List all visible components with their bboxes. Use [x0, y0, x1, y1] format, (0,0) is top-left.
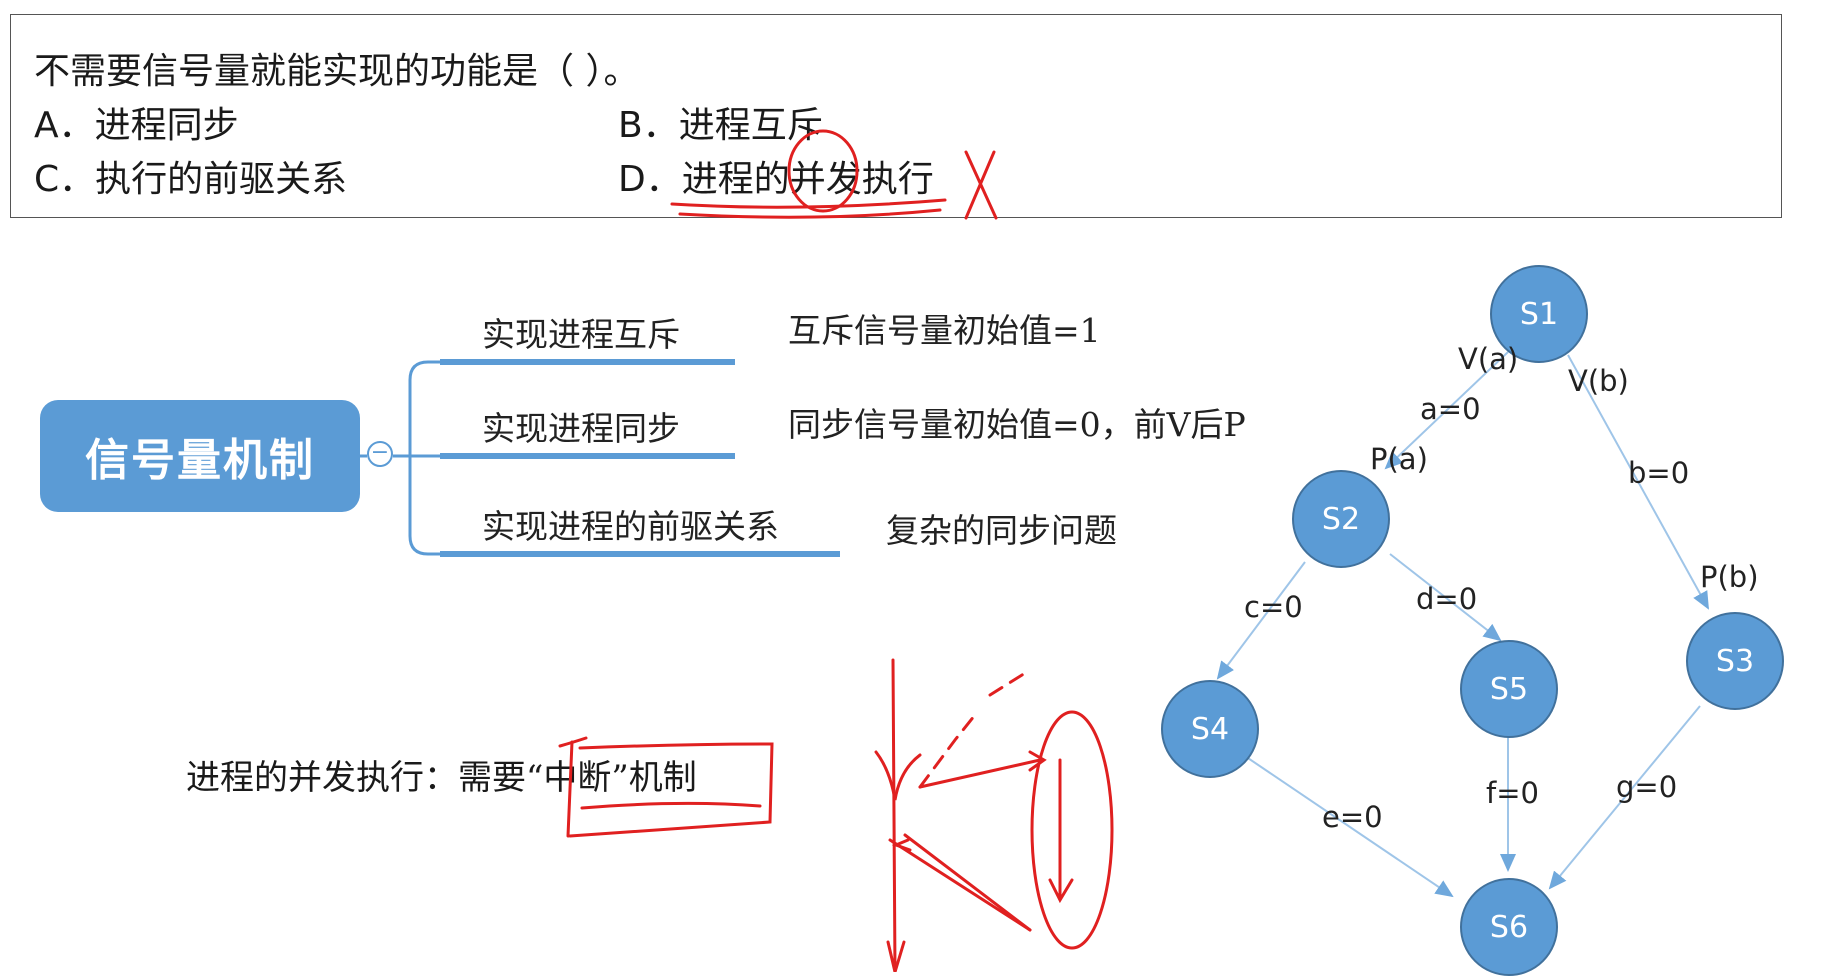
collapse-icon[interactable]: − — [367, 441, 393, 467]
edge-label-e0: e=0 — [1322, 800, 1383, 834]
node-s4: S4 — [1161, 680, 1259, 778]
branch-precedence: 实现进程的前驱关系 — [482, 507, 779, 546]
edge-label-a0: a=0 — [1420, 392, 1481, 426]
branch-sync: 实现进程同步 — [482, 409, 680, 448]
note-precedence: 复杂的同步问题 — [886, 511, 1117, 550]
mindmap-connectors — [360, 360, 440, 556]
edge-label-c0: c=0 — [1244, 590, 1303, 624]
node-s6: S6 — [1460, 878, 1558, 976]
question-box — [10, 14, 1782, 218]
note-sync: 同步信号量初始值=0，前V后P — [788, 405, 1246, 444]
edge-label-pa: P(a) — [1370, 442, 1428, 476]
node-s5: S5 — [1460, 640, 1558, 738]
branch-mutex: 实现进程互斥 — [482, 315, 680, 354]
option-c: C．执行的前驱关系 — [34, 159, 348, 200]
node-s2: S2 — [1292, 470, 1390, 568]
edge-label-b0: b=0 — [1628, 456, 1690, 490]
node-s1: S1 — [1490, 265, 1588, 363]
question-stem: 不需要信号量就能实现的功能是（ ）。 — [34, 51, 640, 92]
option-a: A．进程同步 — [34, 105, 239, 146]
graph-edges — [1216, 351, 1709, 898]
node-s3: S3 — [1686, 612, 1784, 710]
note-mutex: 互斥信号量初始值=1 — [788, 311, 1101, 350]
option-b: B．进程互斥 — [618, 105, 823, 146]
edge-label-vb: V(b) — [1568, 364, 1629, 398]
option-d: D．进程的并发执行 — [618, 159, 934, 200]
edge-label-va: V(a) — [1458, 342, 1519, 376]
concurrency-note: 进程的并发执行：需要“中断”机制 — [186, 758, 697, 798]
mindmap-underlines — [440, 359, 840, 557]
edge-label-f0: f=0 — [1486, 776, 1539, 810]
mindmap-root: 信号量机制 — [40, 400, 360, 512]
edge-label-d0: d=0 — [1416, 582, 1478, 616]
edge-label-g0: g=0 — [1616, 770, 1678, 804]
edge-label-pb: P(b) — [1700, 560, 1759, 594]
red-annotations — [558, 129, 1114, 972]
